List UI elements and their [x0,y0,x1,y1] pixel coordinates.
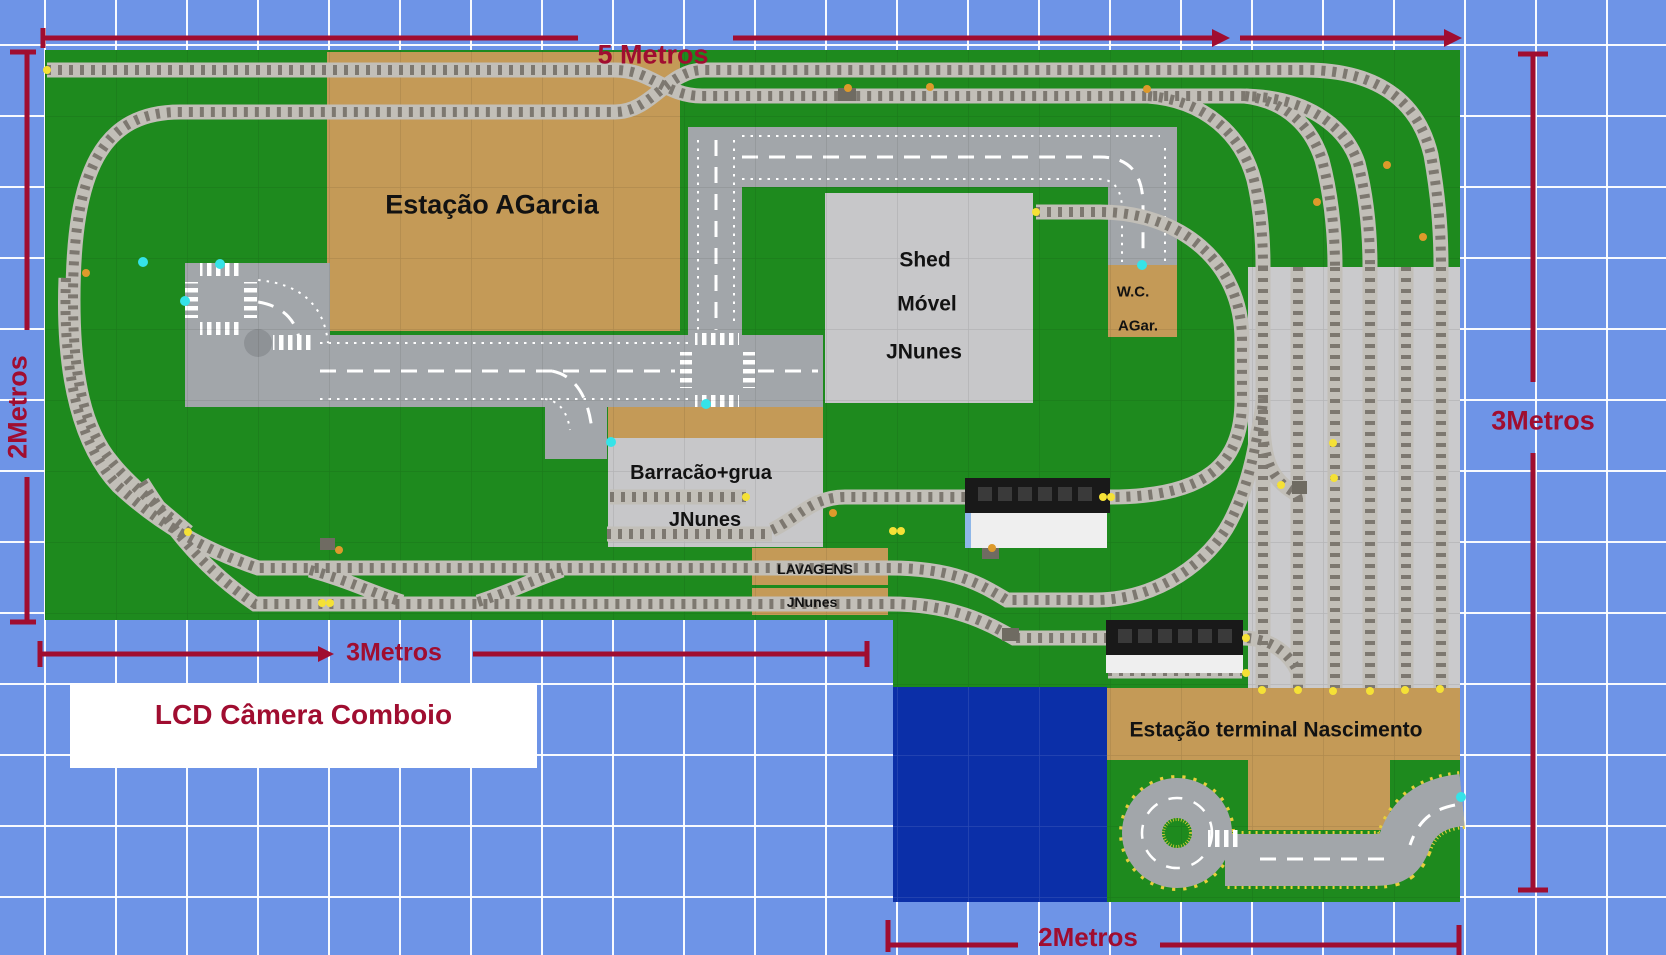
connection-markers [138,257,1466,802]
dimension-label-bottom-left: 3Metros [346,638,442,667]
wc-label-line2: AGar. [1117,317,1159,335]
barracao-label-line2: JNunes [668,509,742,531]
signal-markers [82,83,1427,554]
dimension-label-top: 5 Metros [597,39,709,70]
dimension-label-left: 2Metros [2,355,33,459]
crosswalk [1208,830,1242,847]
wc-label-line1: W.C. [1116,283,1150,301]
road-loop-southeast [1119,771,1466,891]
dimension-label-bottom-right: 2Metros [1038,922,1138,952]
track-end-markers [43,66,1444,695]
station-agarcia-label: Estação AGarcia [385,189,599,220]
lcd-camera-note-box: LCD Câmera Comboio [70,683,537,768]
platform-center [965,513,1107,548]
platform-edge [965,513,971,548]
barracao-label-line1: Barracão+grua [630,462,772,484]
dimension-label-right: 3Metros [1491,405,1595,436]
trains [965,478,1243,673]
terminal-label: Estação terminal Nascimento [1129,718,1423,742]
water-grid [893,687,1107,902]
platform-south [1106,655,1243,673]
dimension-lines [10,28,1548,955]
lavagens-label-line2: JNunes [786,594,838,610]
switch-motors [320,88,1307,641]
tracks [47,70,1441,688]
shed-label-line3: JNunes [886,340,962,364]
shed-label-line1: Shed [899,248,951,272]
lcd-camera-note-label: LCD Câmera Comboio [154,699,453,731]
shed-label-line2: Móvel [897,292,957,316]
lavagens-label-line1: LAVAGENS [777,561,853,577]
